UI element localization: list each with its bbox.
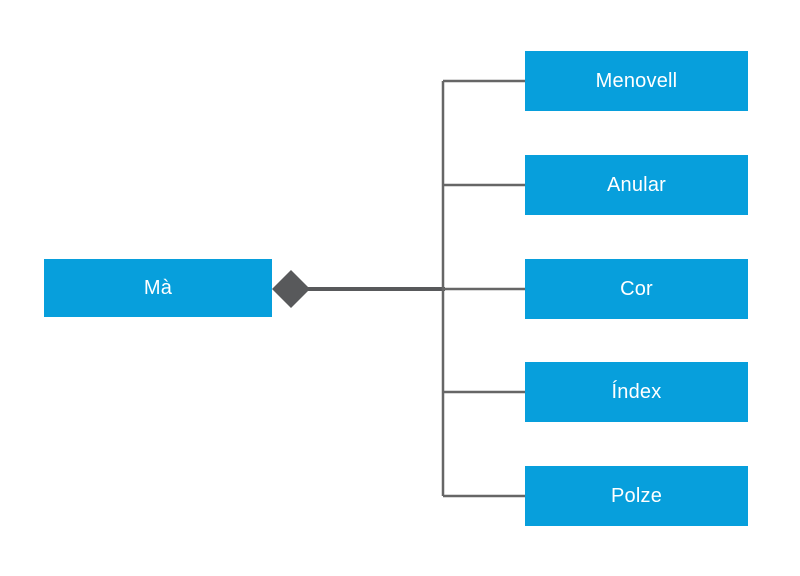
node-root-label: Mà [143,277,173,299]
node-menovell[interactable]: Menovell [525,51,748,111]
node-index-label: Índex [611,381,662,403]
node-polze[interactable]: Polze [525,466,748,526]
node-cor-label: Cor [620,278,653,300]
node-cor[interactable]: Cor [525,259,748,319]
node-anular-label: Anular [606,174,666,196]
node-anular[interactable]: Anular [525,155,748,215]
node-root[interactable]: Mà [44,259,272,317]
node-index[interactable]: Índex [525,362,748,422]
composition-diamond-icon [272,270,310,308]
node-polze-label: Polze [610,485,663,507]
connector-lines [308,79,525,498]
node-menovell-label: Menovell [595,70,678,92]
